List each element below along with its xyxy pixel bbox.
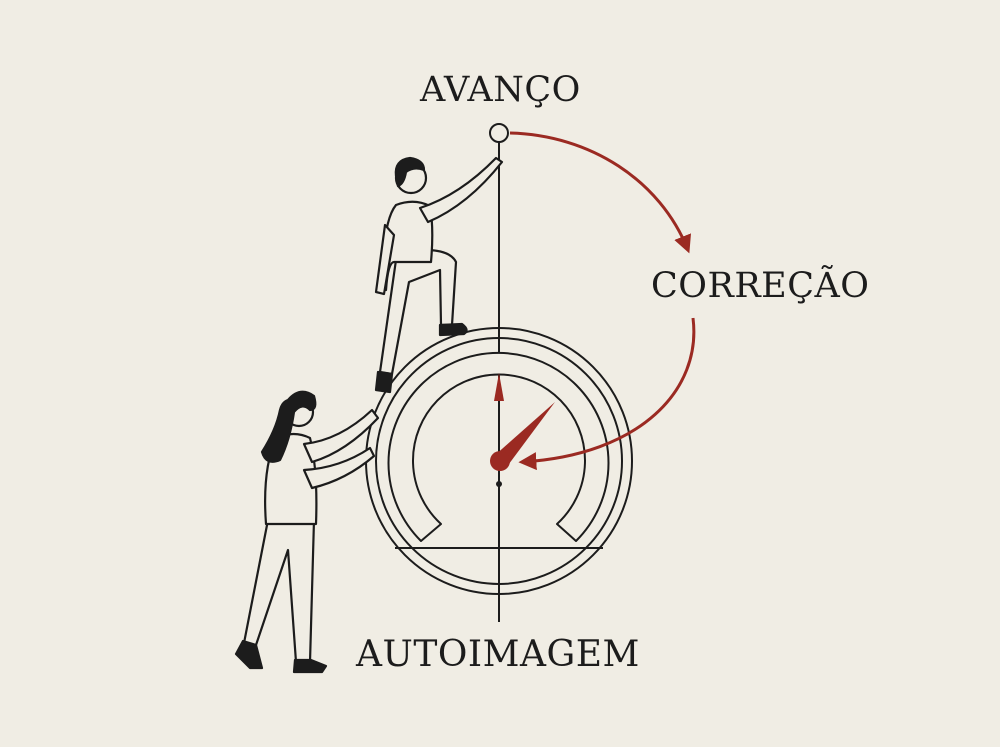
gauge-center-dot	[496, 481, 502, 487]
gauge-needle-hub	[490, 451, 510, 471]
arrow-to-correction	[509, 131, 691, 254]
arrow-to-needle	[518, 317, 696, 471]
climbing-man-figure	[374, 156, 504, 394]
label-autoimagem: AUTOIMAGEM	[356, 634, 640, 675]
pushing-woman-figure	[234, 390, 380, 674]
gauge-dial	[365, 327, 633, 595]
gauge-needle	[494, 402, 555, 468]
label-correcao: CORREÇÃO	[651, 266, 870, 306]
gauge-arc-band	[387, 351, 610, 542]
progress-knob	[489, 123, 509, 143]
gauge-top-tick	[494, 373, 504, 401]
label-avanco: AVANÇO	[420, 70, 581, 110]
gauge-inner-ring	[375, 337, 623, 585]
